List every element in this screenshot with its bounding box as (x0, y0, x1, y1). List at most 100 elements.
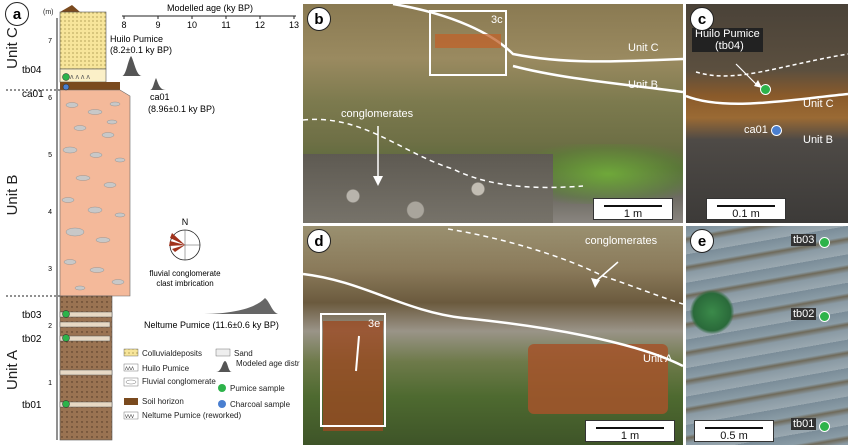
panel-a-figure: Unit C Unit B Unit A (m) 7 6 5 4 3 2 1 ʌ… (4, 3, 300, 441)
tb03-label: tb03 (791, 234, 817, 246)
legend-colluvial: Colluvialdeposits (142, 349, 202, 358)
panel-c-photo: Huilo Pumice (tb04) Unit C Unit B ca01 0… (686, 4, 848, 223)
pumice-sample-marker (62, 310, 70, 318)
sample-label-tb03: tb03 (22, 310, 42, 321)
pumice-sample-marker (62, 73, 70, 81)
panel-b-overlay (303, 4, 683, 189)
pumice-sample-tb04 (760, 84, 771, 95)
legend: Colluvialdeposits ʌʌʌ Huilo Pumice Fluvi… (123, 348, 300, 420)
depth-tick-label: 1 (48, 380, 52, 387)
depth-tick-label: 5 (48, 152, 52, 159)
panel-e-badge: e (690, 229, 714, 253)
legend-fluvial-conglomerate: Fluvial conglomerate (142, 377, 216, 386)
inset-label-3c: 3c (491, 14, 503, 26)
scale-label: 1 m (620, 430, 640, 442)
fluvial-conglomerate-layer (59, 89, 131, 297)
sample-label-ca01: ca01 (22, 89, 44, 100)
unit-a-contact-line (303, 272, 683, 368)
panel-d-badge: d (307, 229, 331, 253)
age-tick-label: 8 (121, 20, 126, 30)
panel-d-photo: conglomerates 3e Unit A 1 m d (303, 226, 683, 445)
rose-caption-line2: clast imbrication (156, 279, 213, 288)
neltume-pumice-label: Neltume Pumice (11.6±0.6 ky BP) (144, 320, 279, 330)
depth-tick-label: 3 (48, 266, 52, 273)
age-tick-label: 11 (221, 20, 230, 30)
age-axis-ticks: 8 9 10 11 12 13 (121, 16, 299, 30)
svg-text:ʌ ʌ ʌ ʌ: ʌ ʌ ʌ ʌ (70, 74, 90, 81)
charcoal-sample-marker (62, 83, 70, 91)
inset-box-3e (320, 313, 386, 427)
age-tick-label: 9 (155, 20, 160, 30)
panel-c-badge: c (690, 7, 714, 31)
neltume-age-distribution (200, 298, 278, 314)
depth-tick-label: 2 (48, 323, 52, 330)
clast-pattern (61, 101, 126, 291)
scale-label: 1 m (623, 208, 643, 220)
red-soil-block (323, 321, 383, 431)
pumice-sample-marker (62, 400, 70, 408)
colluvial-deposits-layer (59, 11, 107, 70)
sample-label-tb02: tb02 (22, 334, 42, 345)
panel-d-overlay (303, 228, 683, 427)
sample-label-tb01: tb01 (22, 400, 42, 411)
depth-ticks: 7 6 5 4 3 2 1 (48, 38, 52, 387)
rose-north-label: N (182, 217, 189, 227)
unit-c-label-c: Unit C (803, 98, 834, 110)
charcoal-sample-ca01 (771, 125, 782, 136)
conglomerate-boundary (303, 118, 584, 189)
legend-modeled-age: Modeled age distribution (236, 359, 300, 368)
panel-b-photo: 3c Unit C Unit B conglomerates 1 m b (303, 4, 683, 223)
tb01-label: tb01 (791, 418, 817, 430)
panel-b-badge: b (307, 7, 331, 31)
conglomerates-label: conglomerates (341, 108, 414, 120)
svg-text:vvv: vvv (125, 414, 134, 420)
huilo-pumice-text: Huilo Pumice (695, 28, 760, 40)
unit-a-soil-column (59, 295, 113, 441)
rose-caption-line1: fluvial conglomerate (149, 269, 221, 278)
ca01-age-label: ca01 (150, 92, 170, 102)
panel-e-photo: tb03 tb02 tb01 0.5 m e (686, 226, 848, 445)
depth-tick-label: 4 (48, 209, 52, 216)
age-tick-label: 12 (255, 20, 265, 30)
legend-pumice-sample: Pumice sample (230, 384, 285, 393)
unit-b-side-label: Unit B (4, 175, 21, 216)
sand-lenses (59, 311, 113, 408)
fern-plant (690, 290, 734, 334)
orange-layer (435, 34, 501, 48)
gravel-bed (303, 154, 553, 223)
sample-label-tb04: tb04 (22, 65, 42, 76)
scale-bar-d: 1 m (585, 420, 675, 442)
pumice-sample-tb03 (819, 237, 830, 248)
legend-charcoal-sample: Charcoal sample (230, 400, 291, 409)
huilo-pumice-age: (8.2±0.1 ky BP) (110, 45, 172, 55)
legend-neltume-reworked: Neltume Pumice (reworked) (142, 411, 241, 420)
inset-label-3e: 3e (368, 318, 381, 330)
tb02-label: tb02 (791, 308, 817, 320)
age-tick-label: 13 (289, 20, 299, 30)
unit-b-contact-line (512, 64, 683, 94)
unit-a-label: Unit A (643, 353, 673, 365)
conglomerates-label-d: conglomerates (585, 235, 658, 247)
scale-bar-b: 1 m (593, 198, 673, 220)
huilo-pumice-label-c: Huilo Pumice (tb04) (692, 28, 763, 52)
soil-horizon-layer (60, 82, 120, 90)
ca01-age-value: (8.96±0.1 ky BP) (148, 104, 215, 114)
red-soil-block (528, 344, 668, 414)
unit-c-label: Unit C (628, 42, 659, 54)
inset-box-3c (429, 10, 507, 76)
unit-c-contact-line (392, 4, 683, 63)
svg-text:ʌʌʌ: ʌʌʌ (125, 366, 134, 372)
unit-c-b-contact (686, 92, 848, 105)
scale-label: 0.5 m (720, 430, 748, 442)
tb04-text: (tb04) (715, 40, 744, 52)
scale-label: 0.1 m (732, 208, 760, 220)
depth-tick-label: 7 (48, 38, 52, 45)
pumice-sample-tb01 (819, 421, 830, 432)
scale-bar-e: 0.5 m (694, 420, 774, 442)
age-axis-title: Modelled age (ky BP) (167, 3, 253, 13)
unit-b-label-c: Unit B (803, 134, 833, 146)
scale-bar-c: 0.1 m (706, 198, 786, 220)
unit-a-side-label: Unit A (4, 350, 21, 390)
soil-cap (60, 5, 80, 12)
panel-a-badge: a (5, 2, 29, 26)
